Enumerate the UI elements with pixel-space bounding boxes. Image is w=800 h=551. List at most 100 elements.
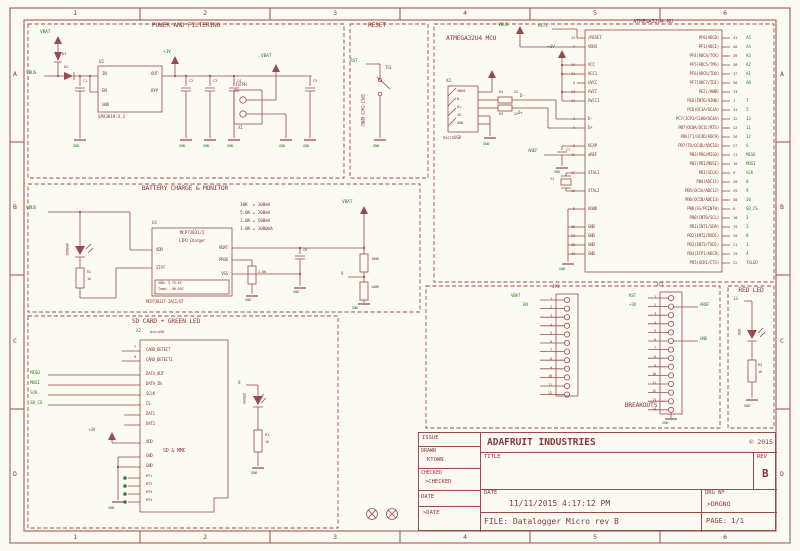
checked-label: CHECKED xyxy=(421,470,443,476)
schematic-label: MT1 xyxy=(146,474,153,478)
schematic-label: VBUS xyxy=(457,88,466,93)
net-label: A0 xyxy=(746,79,751,85)
net-label: 11 xyxy=(746,124,751,130)
net-label: 5 xyxy=(746,106,749,112)
schematic-label: 100K xyxy=(371,285,380,289)
pin-number: 4 xyxy=(572,124,575,130)
drawn-label: DRAWN xyxy=(421,448,437,454)
pin-number: 11 xyxy=(733,151,738,157)
pin-number: 8 xyxy=(733,205,736,211)
schematic-label: R4 xyxy=(499,90,504,94)
frame-column-label: 3 xyxy=(333,8,337,17)
net-label: 2 xyxy=(746,223,749,229)
net-label: MISO xyxy=(746,151,756,157)
pin-number: 38 xyxy=(733,61,738,67)
net-label: A1 xyxy=(746,70,751,76)
schematic-label: X2 xyxy=(136,328,141,333)
schematic-label: 10K = 100mA xyxy=(240,203,271,208)
drg-label: DRG Nº xyxy=(705,490,725,496)
pin-name: XTAL2 xyxy=(588,187,600,193)
file-name: FILE: Datalogger Micro rev B xyxy=(484,517,619,526)
pin-name: PF7(ADC7/TDI) xyxy=(689,79,720,85)
pin-number: 43 xyxy=(570,250,575,256)
net-label: 10 xyxy=(746,196,751,202)
schematic-label: 1K xyxy=(758,370,763,374)
pin-number: 14 xyxy=(651,406,656,411)
pin-number: 37 xyxy=(733,70,738,76)
pin-name: VCC xyxy=(588,61,595,67)
net-label: AREF xyxy=(528,149,538,154)
date-row: DATE 11/11/2015 4:17:12 PM DRG Nº >DRGNO xyxy=(481,490,777,513)
reset-title: RESET xyxy=(368,22,386,29)
pin-name: PB6(OC1B/ADC13) xyxy=(685,196,719,202)
schematic-label: microSD xyxy=(150,330,165,334)
schematic-label: VBAT xyxy=(218,245,228,250)
pin-name: UVCC xyxy=(588,79,598,85)
schematic-label: C1 xyxy=(83,79,88,83)
mcu-area-title: ATMEGA32U4 MCU xyxy=(446,35,497,42)
net-label: 8 xyxy=(238,380,241,385)
frame-column-label: 4 xyxy=(463,8,467,17)
pin-name: AVCC xyxy=(588,88,598,94)
schematic-label: 1.0K = 1000mA xyxy=(240,227,273,232)
pin-number: 2 xyxy=(549,305,552,310)
net-label: +3V xyxy=(547,45,555,50)
schematic-label: TS1 xyxy=(385,65,392,70)
pin-number: 7 xyxy=(653,346,656,351)
pin-number: 40 xyxy=(733,43,738,49)
net-label: VBAT xyxy=(40,30,51,35)
red-led-title: RED LED xyxy=(738,287,764,294)
schematic-label: DAT1 xyxy=(146,411,155,416)
pin-name: PC6(OC3A/OC4A) xyxy=(687,106,719,112)
schematic-label: R3 xyxy=(758,363,763,367)
schematic-label: D- xyxy=(457,96,462,101)
pin-number: 2 xyxy=(653,303,656,308)
drawn-value: KTOWN xyxy=(427,457,444,463)
pin-name: PB1(SCLK) xyxy=(698,169,720,175)
pin-number: 36 xyxy=(733,79,738,85)
net-label: VBAT xyxy=(511,293,521,298)
pin-name: PD6(T1/OC4D/ADC9) xyxy=(680,133,720,139)
schematic-label: MT3 xyxy=(146,490,153,494)
pin-number: 17 xyxy=(570,169,575,175)
pin-number: 10 xyxy=(733,160,738,166)
pin-number: 6 xyxy=(549,339,552,344)
title-row: TITLE REV B xyxy=(481,453,777,490)
net-label: RST xyxy=(629,293,636,298)
schematic-label: VDD xyxy=(156,247,163,252)
net-label: A2 xyxy=(746,61,751,67)
net-label: 13 xyxy=(733,296,738,301)
schematic-label: 1K xyxy=(87,277,92,281)
pin-name: D+ xyxy=(588,124,593,130)
pin-number: 5 xyxy=(653,329,656,334)
net-label: 1 xyxy=(746,241,749,247)
pin-number: 29 xyxy=(733,187,738,193)
pin-number: 4 xyxy=(653,320,656,325)
net-label: 8 xyxy=(746,178,749,184)
schematic-label: microUSB xyxy=(443,135,461,140)
pin-number: 9 xyxy=(733,169,736,175)
frame-row-label: C xyxy=(780,337,784,345)
breakouts-title: BREAKOUTS xyxy=(624,402,658,409)
pin-name: aREF xyxy=(588,151,598,157)
pin-number: 13 xyxy=(651,398,656,402)
pin-number: 14 xyxy=(570,61,575,67)
schematic-label: STAT xyxy=(156,265,166,270)
pin-number: 8 xyxy=(549,357,552,361)
net-label: GND xyxy=(251,470,258,475)
net-label: GND xyxy=(203,143,210,148)
frame-column-label: 6 xyxy=(723,532,727,541)
frame-column-label: 1 xyxy=(73,8,77,17)
schematic-label: JSTPH xyxy=(235,82,247,87)
schematic-label: C3 xyxy=(213,79,218,83)
rev-value: B xyxy=(762,467,769,480)
pin-number: 26 xyxy=(733,133,738,139)
pad-fills xyxy=(123,476,127,504)
net-label: MISO xyxy=(30,371,40,376)
page-cell: PAGE: 1/1 xyxy=(701,513,777,532)
pin-number: 20 xyxy=(733,232,738,238)
power-title: POWER AND FILTERING xyxy=(151,22,221,29)
pin-name: PB4(ADC11) xyxy=(696,178,719,184)
schematic-label: 9 xyxy=(134,355,137,359)
pin-number: 5 xyxy=(572,205,575,211)
